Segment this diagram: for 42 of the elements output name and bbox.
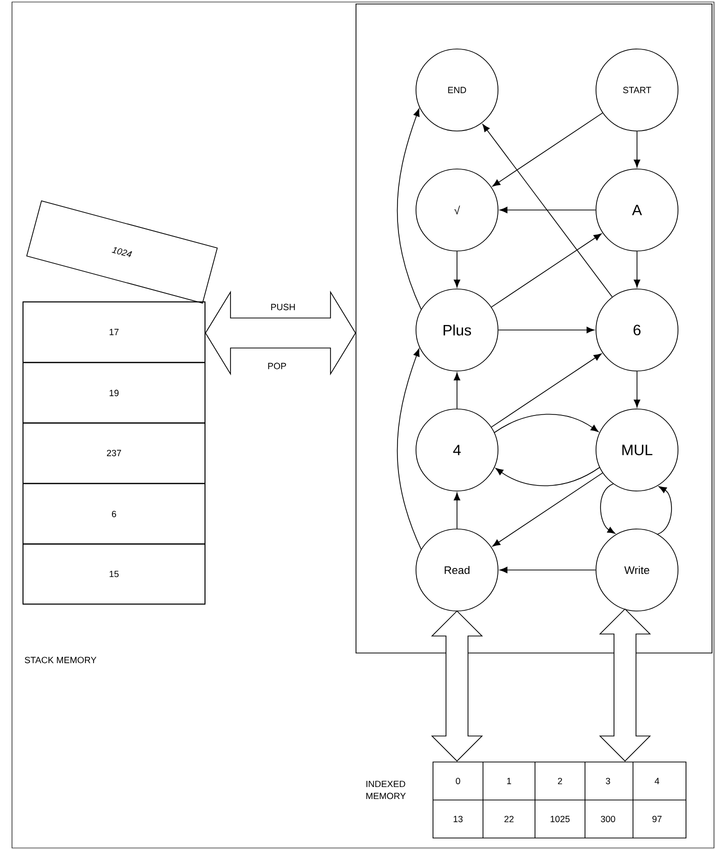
arrow — [482, 124, 613, 298]
arrow — [396, 348, 422, 550]
arrow — [634, 131, 640, 168]
table-value: 3 — [606, 778, 610, 784]
table-value: 4 — [654, 778, 660, 784]
arrow — [492, 112, 603, 187]
double-arrow — [205, 290, 356, 376]
arrow — [500, 206, 596, 214]
table-value: 22 — [504, 816, 514, 822]
arrow — [500, 566, 596, 574]
arrow — [494, 414, 599, 433]
arrow — [600, 484, 616, 534]
arrow — [634, 371, 640, 408]
table-value: 0 — [456, 778, 460, 784]
arrow-label: POP — [268, 362, 286, 370]
stack-cell: 6 — [22, 483, 206, 545]
arrow — [492, 472, 603, 547]
arrow — [634, 251, 640, 288]
table-value: 1 — [507, 778, 512, 784]
stack-cell: 15 — [22, 543, 206, 605]
stack-cell: 19 — [22, 362, 206, 424]
arrow — [657, 486, 672, 535]
stack-cell: 17 — [22, 301, 206, 363]
stack-box — [22, 302, 206, 604]
table-value: 97 — [652, 816, 662, 822]
table-value: 1025 — [550, 816, 570, 822]
arrow — [454, 251, 460, 288]
arrow — [495, 467, 600, 486]
arrow — [491, 353, 602, 428]
table-value: 300 — [600, 816, 616, 822]
stack-cell: 237 — [22, 422, 206, 484]
stack-heading: STACK MEMORY — [24, 656, 96, 664]
table-value: 13 — [454, 816, 463, 822]
arrow — [498, 326, 594, 334]
table-value: 2 — [558, 778, 562, 784]
table-heading: INDEXED MEMORY — [366, 780, 406, 800]
arrow — [491, 233, 602, 308]
arrow — [454, 372, 460, 409]
arrow — [396, 108, 422, 310]
machine-box — [356, 4, 712, 654]
edge-label: PUSH — [271, 304, 295, 310]
arrow — [454, 492, 460, 529]
